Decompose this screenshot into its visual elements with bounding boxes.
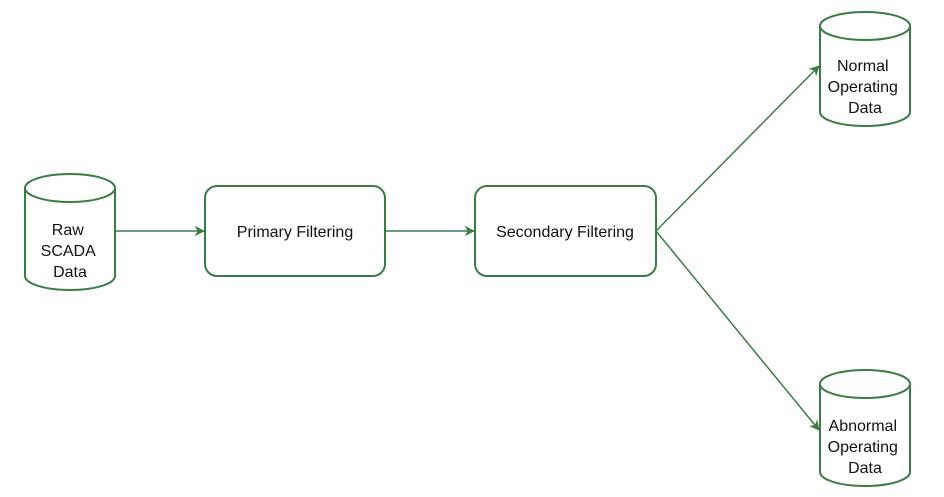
node-secondary-label: Secondary Filtering — [496, 224, 634, 241]
node-abnormal-line-3: Data — [848, 460, 882, 477]
node-abnormal-operating-data: Abnormal Operating Data — [819, 369, 911, 487]
process-box — [474, 185, 657, 277]
process-box — [204, 185, 386, 277]
edge-secondary-to-abnormal — [655, 230, 820, 431]
node-raw-scada-data: Raw SCADA Data — [24, 173, 116, 291]
node-normal-operating-data: Normal Operating Data — [819, 11, 911, 127]
node-abnormal-label: Abnormal Operating Data — [828, 418, 903, 477]
node-primary-label: Primary Filtering — [237, 224, 353, 241]
node-normal-line-2: Operating — [828, 79, 898, 96]
edges — [115, 65, 820, 431]
node-raw-line-3: Data — [53, 264, 87, 281]
node-abnormal-line-2: Operating — [828, 439, 898, 456]
node-normal-label: Normal Operating Data — [828, 58, 903, 117]
node-abnormal-line-1: Abnormal — [829, 418, 897, 435]
edge-secondary-to-normal — [655, 65, 820, 232]
node-raw-line-2: SCADA — [41, 243, 96, 260]
node-normal-line-3: Data — [848, 100, 882, 117]
cylinder-body — [819, 384, 911, 487]
cylinder-top — [819, 11, 911, 41]
node-normal-line-1: Normal — [837, 58, 889, 75]
node-raw-line-1: Raw — [52, 222, 84, 239]
cylinder-top — [819, 369, 911, 399]
node-primary-filtering: Primary Filtering — [204, 185, 386, 277]
node-raw-label: Raw SCADA Data — [41, 222, 100, 281]
cylinder-body — [24, 188, 116, 291]
node-secondary-filtering: Secondary Filtering — [474, 185, 657, 277]
cylinder-body — [819, 26, 911, 127]
cylinder-top — [24, 173, 116, 203]
